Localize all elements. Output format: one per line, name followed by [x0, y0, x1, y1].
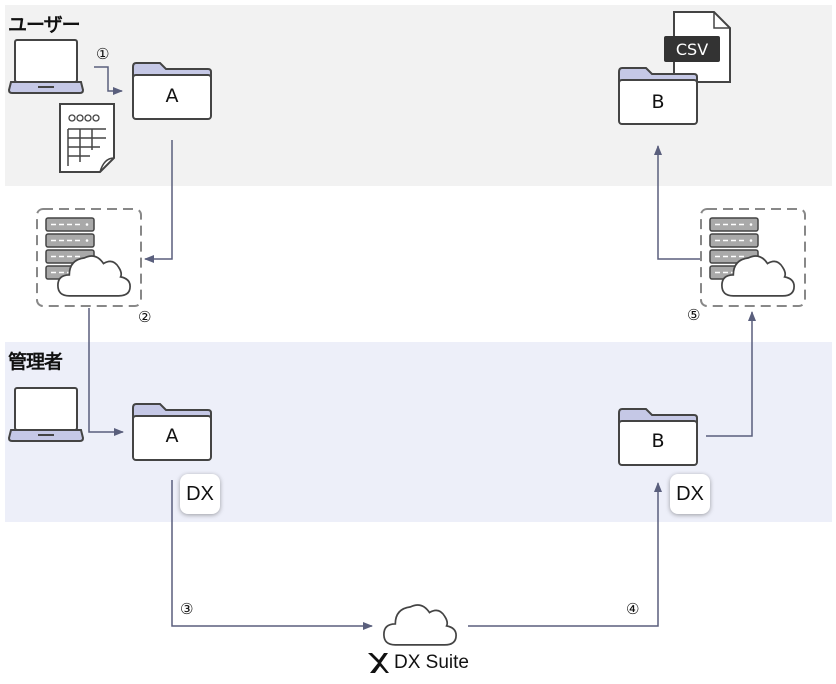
- arrow-step-5: [706, 311, 756, 437]
- dx-badge-left: DX: [180, 474, 220, 514]
- folder-label: A: [166, 425, 179, 447]
- arrow-step-3: [171, 480, 373, 630]
- folder-label: B: [651, 91, 664, 113]
- arrow-step-4: [468, 482, 662, 627]
- arrow-step-1: [94, 66, 123, 95]
- arrow-to-user-b: [654, 145, 700, 260]
- dx-suite-brand: DX Suite: [366, 652, 469, 674]
- spreadsheet-document-icon: [59, 103, 115, 173]
- step-1-label: ①: [96, 45, 110, 63]
- step-2-label: ②: [138, 308, 152, 326]
- dx-suite-name: DX Suite: [394, 652, 469, 673]
- admin-laptop-icon: [8, 387, 84, 442]
- admin-lane-title: 管理者: [8, 351, 63, 373]
- arrow-step-2: [88, 308, 124, 436]
- storage-group-right: [700, 208, 806, 307]
- storage-group-left: [36, 208, 142, 307]
- user-lane-title: ユーザー: [8, 14, 81, 36]
- step-5-label: ⑤: [687, 306, 701, 324]
- user-laptop-icon: [8, 39, 84, 94]
- dx-suite-cloud-icon: [382, 604, 458, 646]
- folder-label: A: [166, 85, 179, 107]
- dx-suite-logo-icon: [368, 653, 389, 673]
- csv-file-icon: [664, 11, 731, 83]
- dx-badge-right: DX: [670, 474, 710, 514]
- folder-label: B: [651, 430, 664, 452]
- arrow-to-storage: [144, 140, 173, 263]
- step-3-label: ③: [180, 600, 194, 618]
- step-4-label: ④: [626, 600, 640, 618]
- csv-label: CSV: [676, 40, 708, 59]
